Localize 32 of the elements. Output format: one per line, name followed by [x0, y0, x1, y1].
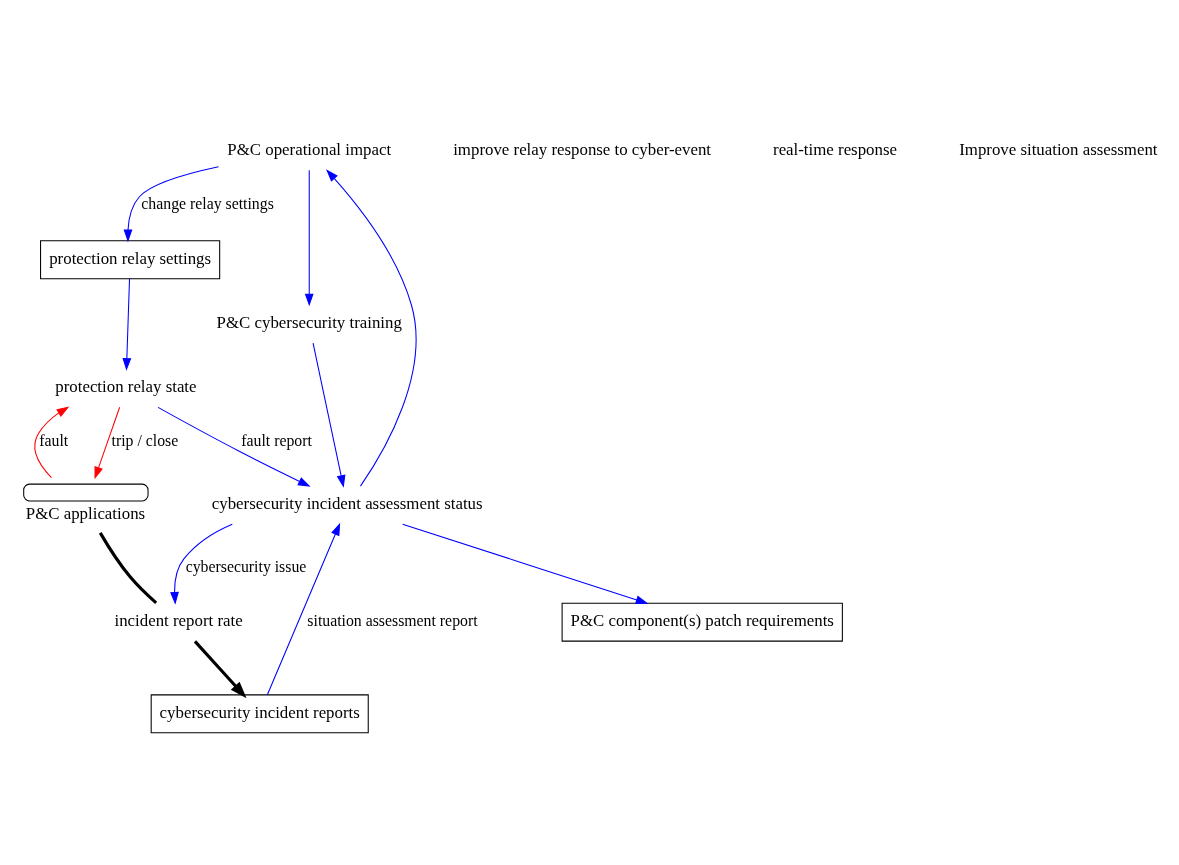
node-cloud [23, 483, 149, 502]
arrow [312, 342, 346, 488]
edge-label: fault [39, 432, 69, 450]
node-box: protection relay settings [40, 240, 221, 280]
arrow [193, 640, 247, 699]
node-label: P&C applications [25, 503, 146, 523]
arrow [123, 166, 220, 243]
edge-label: change relay settings [141, 195, 274, 213]
arrow [34, 406, 70, 479]
connector [98, 532, 158, 605]
arrow [266, 522, 341, 696]
arrow [304, 169, 314, 307]
arrow [326, 169, 417, 487]
node-text: incident report rate [114, 611, 243, 631]
edge-label: trip / close [111, 432, 179, 450]
node-text: protection relay state [55, 377, 197, 397]
arrow [94, 406, 121, 480]
edge-label: cybersecurity issue [185, 557, 307, 575]
node-text: P&C cybersecurity training [216, 312, 402, 332]
label: Improve situation assessment [959, 140, 1158, 160]
node-box: cybersecurity incident reports [150, 694, 369, 734]
node-text: P&C operational impact [227, 140, 392, 160]
arrow [157, 406, 311, 487]
edge-label: situation assessment report [307, 611, 478, 629]
edge-label: fault report [241, 432, 312, 450]
node-box: P&C component(s) patch requirements [561, 602, 843, 642]
arrow [402, 523, 649, 604]
node-text: cybersecurity incident assessment status [211, 494, 483, 514]
arrow [170, 523, 233, 605]
arrow [122, 278, 132, 371]
label: real-time response [773, 140, 897, 160]
label: improve relay response to cyber-event [453, 140, 712, 160]
